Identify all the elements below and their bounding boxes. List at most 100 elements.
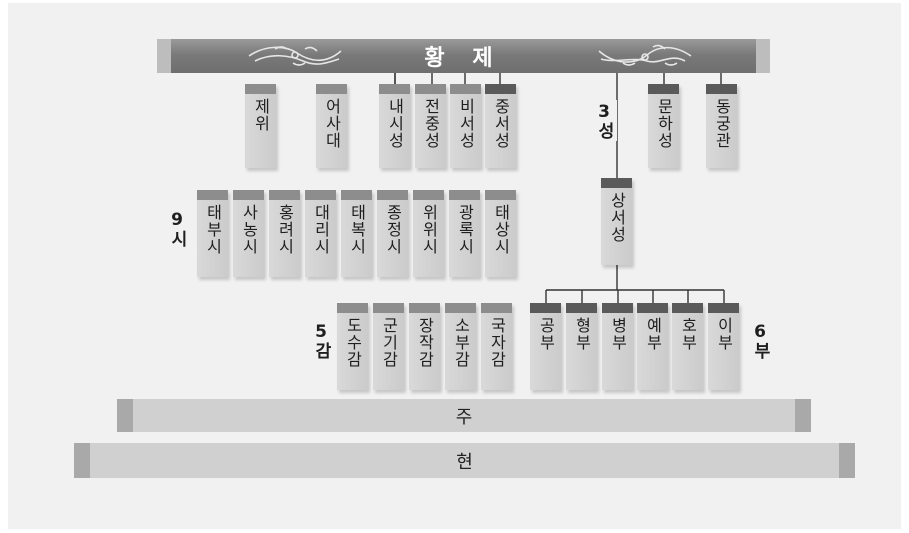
- band-cap-right: [839, 443, 855, 478]
- dragon-ornament-icon: [598, 44, 692, 66]
- box-cap: [485, 190, 516, 200]
- box-label: 예부: [643, 317, 663, 351]
- box-jeonjungseong: 전중성: [415, 84, 446, 168]
- box-cap: [316, 84, 347, 94]
- box-naesiseong: 내시성: [379, 84, 410, 168]
- box-hongryeosi: 홍려시: [269, 190, 300, 277]
- box-gwangroksi: 광록시: [449, 190, 480, 277]
- box-label: 대리시: [311, 204, 331, 255]
- box-hobu: 호부: [672, 303, 703, 390]
- box-label: 도수감: [343, 317, 363, 368]
- bar-cap-right: [756, 39, 770, 73]
- box-taesangsi: 태상시: [485, 190, 516, 277]
- group-label-5gam: 5감: [309, 322, 334, 359]
- box-jewi: 제위: [245, 84, 276, 168]
- box-label: 이부: [714, 317, 734, 351]
- box-hyeongbu: 형부: [566, 303, 597, 390]
- box-taebusi: 태부시: [197, 190, 228, 277]
- emperor-bar: 황 제: [157, 39, 770, 73]
- box-cap: [708, 303, 739, 313]
- box-byeongbu: 병부: [602, 303, 633, 390]
- box-label: 문하성: [654, 98, 674, 149]
- box-taeboksi: 태복시: [341, 190, 372, 277]
- box-cap: [337, 303, 368, 313]
- box-cap: [379, 84, 410, 94]
- box-cap: [197, 190, 228, 200]
- box-label: 전중성: [421, 98, 441, 149]
- box-cap: [233, 190, 264, 200]
- box-cap: [481, 303, 512, 313]
- band-cap-right: [795, 399, 811, 432]
- group-label-6bu: 6부: [748, 322, 773, 359]
- ju-band: 주: [117, 399, 811, 432]
- box-label: 태부시: [203, 204, 223, 255]
- group-label-9si: 9시: [165, 210, 190, 247]
- box-cap: [566, 303, 597, 313]
- dragon-ornament-icon: [248, 46, 342, 66]
- box-label: 종정시: [383, 204, 403, 255]
- box-cap: [415, 84, 446, 94]
- box-label: 중서성: [491, 98, 511, 149]
- group-label-text: 9시: [167, 210, 187, 247]
- box-label: 비서성: [456, 98, 476, 149]
- box-cap: [445, 303, 476, 313]
- box-cap: [305, 190, 336, 200]
- hyeon-band: 현: [74, 443, 855, 478]
- box-label: 제위: [251, 98, 271, 132]
- box-jangjakgam: 장작감: [409, 303, 440, 390]
- band-cap-left: [117, 399, 133, 432]
- group-label-text: 5감: [311, 322, 331, 359]
- box-cap: [648, 84, 679, 94]
- box-biseoseong: 비서성: [450, 84, 481, 168]
- hyeon-label: 현: [456, 451, 473, 473]
- band-cap-left: [74, 443, 90, 478]
- box-label: 공부: [536, 317, 556, 351]
- box-gongbu: 공부: [530, 303, 561, 390]
- box-cap: [672, 303, 703, 313]
- group-label-3seong: 3성: [592, 100, 617, 141]
- box-donggunggwan: 동궁관: [706, 84, 737, 168]
- box-cap: [601, 178, 632, 188]
- ju-label: 주: [455, 406, 473, 428]
- box-cap: [450, 84, 481, 94]
- box-sobugam: 소부감: [445, 303, 476, 390]
- box-wiwisi: 위위시: [413, 190, 444, 277]
- group-label-text: 6부: [750, 322, 770, 359]
- box-cap: [245, 84, 276, 94]
- box-label: 장작감: [415, 317, 435, 368]
- box-jongjeongsi: 종정시: [377, 190, 408, 277]
- box-munhaseong: 문하성: [648, 84, 679, 168]
- box-cap: [373, 303, 404, 313]
- group-label-text: 3성: [594, 102, 614, 139]
- box-eosadae: 어사대: [316, 84, 347, 168]
- box-cap: [602, 303, 633, 313]
- bar-cap-left: [157, 39, 171, 73]
- box-cap: [409, 303, 440, 313]
- box-dosugam: 도수감: [337, 303, 368, 390]
- box-cap: [637, 303, 668, 313]
- box-label: 위위시: [419, 204, 439, 255]
- box-label: 호부: [678, 317, 698, 351]
- box-cap: [377, 190, 408, 200]
- box-label: 형부: [572, 317, 592, 351]
- box-cap: [449, 190, 480, 200]
- box-gukjagam: 국자감: [481, 303, 512, 390]
- box-sangseoseong: 상서성: [601, 178, 632, 265]
- box-label: 광록시: [455, 204, 475, 255]
- box-label: 동궁관: [712, 98, 732, 149]
- box-gungigam: 군기감: [373, 303, 404, 390]
- box-label: 사농시: [239, 204, 259, 255]
- box-label: 병부: [608, 317, 628, 351]
- box-cap: [341, 190, 372, 200]
- box-jungseoseong: 중서성: [485, 84, 516, 168]
- box-label: 소부감: [451, 317, 471, 368]
- box-cap: [706, 84, 737, 94]
- box-label: 상서성: [607, 192, 627, 243]
- box-cap: [485, 84, 516, 94]
- box-cap: [413, 190, 444, 200]
- box-daerisi: 대리시: [305, 190, 336, 277]
- box-label: 홍려시: [275, 204, 295, 255]
- box-yebu: 예부: [637, 303, 668, 390]
- box-ibu: 이부: [708, 303, 739, 390]
